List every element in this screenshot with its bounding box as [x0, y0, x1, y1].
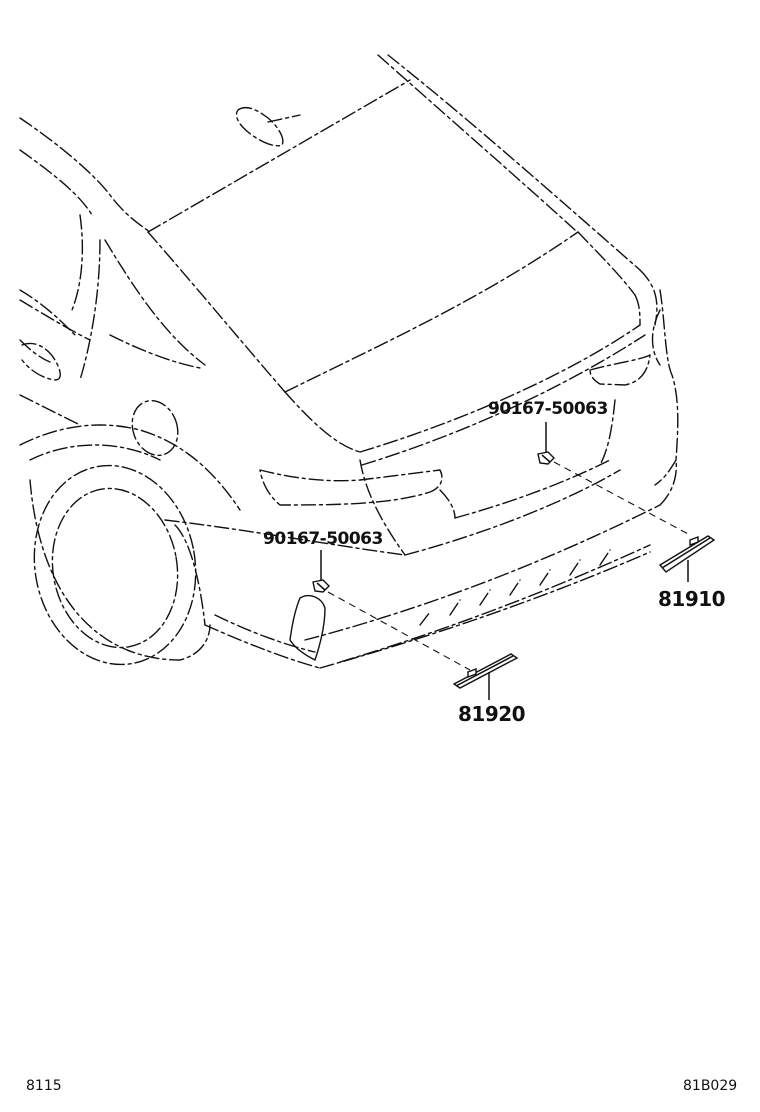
- illustration-code: 81B029: [683, 1078, 737, 1094]
- reflector-left: [452, 653, 519, 700]
- callout-clip-lower: 90167-50063: [263, 529, 383, 549]
- clip-lower: [312, 550, 471, 671]
- vehicle-outline: [19, 54, 679, 669]
- clip-upper-icon: [537, 451, 555, 465]
- callout-clip-upper: 90167-50063: [488, 399, 608, 419]
- reflector-right: [658, 535, 716, 582]
- callout-reflector-left: 81920: [458, 702, 525, 726]
- clip-lower-icon: [312, 579, 330, 593]
- callout-reflector-right: 81910: [658, 587, 725, 611]
- clip-upper: [537, 422, 691, 536]
- figure-code: 8115: [26, 1078, 62, 1094]
